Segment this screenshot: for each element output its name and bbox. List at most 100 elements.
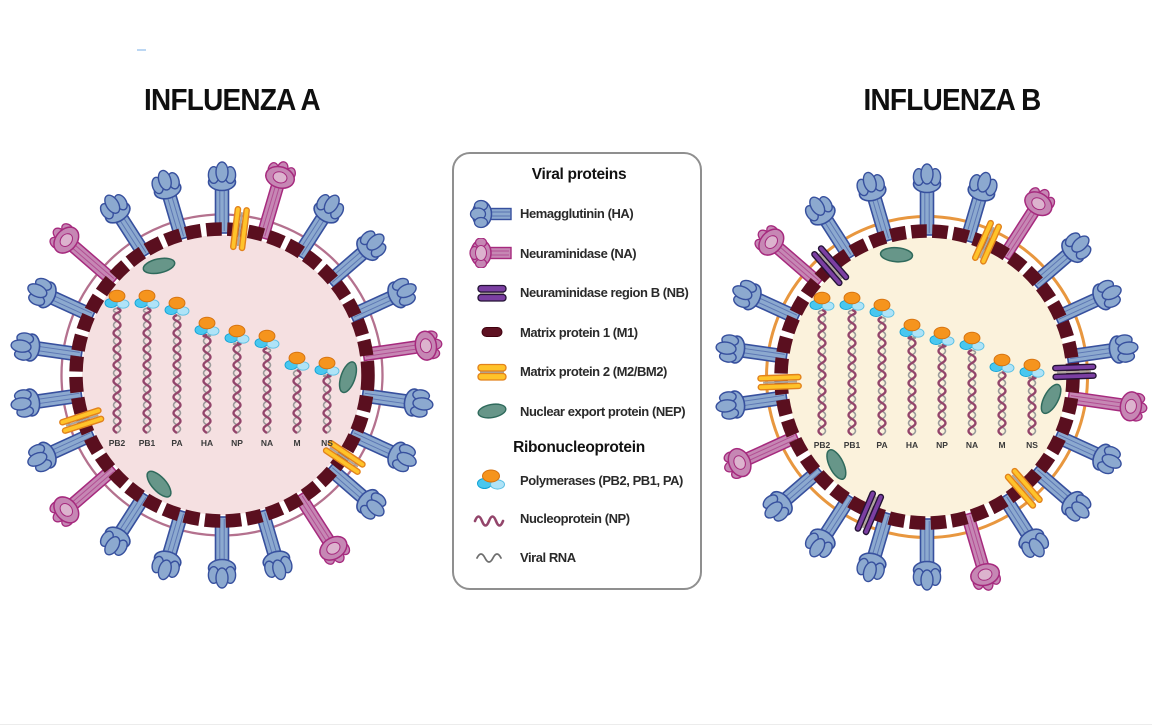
rnp-segment-label: PA xyxy=(876,440,887,450)
ha-spike xyxy=(99,194,152,261)
rnp-segment: PB1 xyxy=(134,289,160,448)
bm2-bars xyxy=(1004,467,1043,509)
rnp-segment: HA xyxy=(194,316,220,448)
ha-spike xyxy=(99,489,152,556)
rnp-segment: PB1 xyxy=(839,291,865,450)
ha-icon xyxy=(464,199,520,229)
m2-icon xyxy=(464,357,520,387)
legend-item-label: Nuclear export protein (NEP) xyxy=(520,403,686,419)
polymerase-complex xyxy=(839,291,865,311)
polymerase-complex xyxy=(194,316,220,336)
m2-bars xyxy=(230,206,250,252)
ha-spike xyxy=(347,277,417,323)
nep-oval xyxy=(826,449,847,480)
rnp-segment-label: M xyxy=(998,440,1005,450)
nep-oval xyxy=(146,470,172,498)
ha-spike xyxy=(715,389,789,420)
ha-spike xyxy=(347,427,417,473)
polymerase-icon xyxy=(464,465,520,495)
na-spike xyxy=(998,187,1056,261)
rnp-segment: NP xyxy=(224,324,250,448)
polymerase-complex xyxy=(809,291,835,311)
rnp-segment-label: HA xyxy=(201,438,213,448)
np-icon xyxy=(464,504,520,534)
nb-bars xyxy=(854,490,885,536)
legend-section-header: Ribonucleoprotein xyxy=(513,439,645,456)
polymerase-complex xyxy=(959,331,985,351)
rnp-segment-label: PB1 xyxy=(139,438,156,448)
polymerase-complex xyxy=(224,324,250,344)
bm2-bars xyxy=(757,373,802,391)
ha-spike xyxy=(10,387,84,418)
legend-item-label: Neuraminidase (NA) xyxy=(520,245,637,261)
polymerase-complex xyxy=(989,353,1015,373)
legend-item-label: Hemagglutinin (HA) xyxy=(520,206,634,222)
rnp-segment: NS xyxy=(1019,358,1045,450)
ha-spike xyxy=(207,516,237,589)
rnp-segment-label: NP xyxy=(231,438,243,448)
nep-oval xyxy=(1040,383,1062,415)
polymerase-complex xyxy=(869,298,895,318)
artifact-dash xyxy=(137,49,146,51)
ha-spike xyxy=(1052,429,1122,475)
rnp-segment: M xyxy=(989,353,1015,450)
m2-bars xyxy=(322,439,366,475)
rnp-segment: NP xyxy=(929,326,955,450)
ha-spike xyxy=(10,332,84,363)
legend-item: Nuclear export protein (NEP) xyxy=(464,392,694,432)
nep-oval xyxy=(879,246,914,263)
influenza-b-virion: PB2 PB1 PA xyxy=(715,163,1148,591)
legend-item: Polymerases (PB2, PB1, PA) xyxy=(464,461,694,500)
na-spike xyxy=(754,225,824,289)
ha-spike xyxy=(151,508,190,581)
nb-bars xyxy=(811,245,850,287)
m1-icon xyxy=(464,317,520,347)
ha-spike xyxy=(27,427,97,473)
ha-spike xyxy=(804,491,857,558)
rnp-segment: M xyxy=(284,351,310,448)
rnp-segment: PB2 xyxy=(809,291,835,450)
legend-item-label: Viral RNA xyxy=(520,549,576,565)
rnp-segment-label: NA xyxy=(966,440,978,450)
legend-section-header: Viral proteins xyxy=(531,166,627,183)
rnp-segment-label: PB2 xyxy=(814,440,831,450)
rnp-segment: NA xyxy=(254,329,280,448)
legend-item-label: Nucleoprotein (NP) xyxy=(520,511,630,527)
nep-oval xyxy=(338,361,358,394)
polymerase-complex xyxy=(314,356,340,376)
ha-spike xyxy=(856,171,895,244)
polymerase-complex xyxy=(284,351,310,371)
influenza-a-virion: PB2 PB1 PA xyxy=(10,161,443,589)
rnp-segment: PA xyxy=(869,298,895,450)
legend-item: Viral RNA xyxy=(464,538,694,577)
na-icon xyxy=(464,238,520,269)
rnp-segment-label: NS xyxy=(321,438,333,448)
rnp-segment-label: HA xyxy=(906,440,918,450)
rnp-segment-label: PA xyxy=(171,438,182,448)
polymerase-complex xyxy=(164,296,190,316)
polymerase-complex xyxy=(134,289,160,309)
nb-icon xyxy=(464,278,520,308)
na-spike xyxy=(960,511,1001,591)
rnp-segment-label: NS xyxy=(1026,440,1038,450)
virion-interior xyxy=(82,235,362,515)
rnp-segment: HA xyxy=(899,318,925,450)
na-spike xyxy=(293,491,351,565)
ha-spike xyxy=(1028,463,1092,522)
nep-oval xyxy=(142,257,176,275)
ha-spike xyxy=(1065,334,1139,365)
legend-item: Matrix protein 1 (M1) xyxy=(464,313,694,353)
polymerase-complex xyxy=(1019,358,1045,378)
rnp-segment: NS xyxy=(314,356,340,448)
polymerase-complex xyxy=(254,329,280,349)
ha-spike xyxy=(856,510,895,583)
legend-item: Nucleoprotein (NP) xyxy=(464,500,694,539)
ha-spike xyxy=(762,463,826,522)
legend-item: Matrix protein 2 (M2/BM2) xyxy=(464,352,694,392)
ha-spike xyxy=(804,196,857,263)
polymerase-complex xyxy=(929,326,955,346)
legend-item-label: Neuraminidase region B (NB) xyxy=(520,285,689,301)
legend-item-label: Matrix protein 1 (M1) xyxy=(520,324,638,340)
m2-bars xyxy=(59,407,105,434)
